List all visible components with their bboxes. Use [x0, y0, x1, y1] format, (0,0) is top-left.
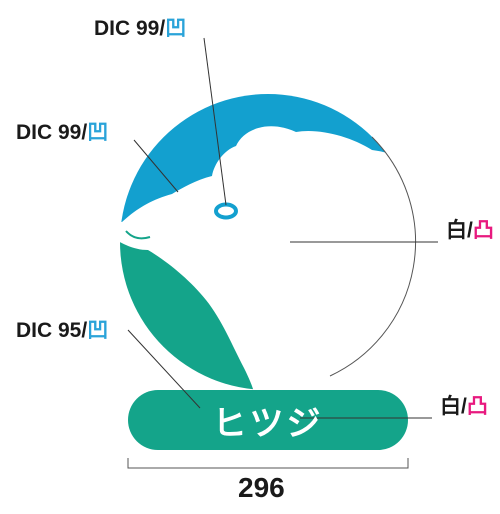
- badge-label: ヒツジ: [212, 403, 324, 444]
- callout-ground-text: DIC 95/: [16, 319, 88, 342]
- callout-ground-color: DIC 95/凹: [16, 320, 108, 341]
- leader-line-eye: [203, 37, 227, 206]
- dimension-width-label: 296: [238, 472, 285, 503]
- sheep-eye: [214, 202, 238, 220]
- callout-eye-text: DIC 99/: [94, 17, 166, 40]
- convex-symbol: 凸: [466, 395, 488, 418]
- callout-eye-color: DIC 99/凹: [94, 18, 186, 39]
- callout-badge-text-color: 白/凸: [440, 396, 488, 417]
- dimension-bracket: [127, 458, 409, 469]
- leader-line-sky: [133, 139, 179, 193]
- callout-sheep-text: 白/: [446, 219, 473, 242]
- callout-badge-text: 白/: [440, 395, 467, 418]
- concave-symbol: 凹: [87, 121, 109, 144]
- callout-sky-color: DIC 99/凹: [16, 122, 108, 143]
- leader-line-ground: [127, 329, 201, 409]
- badge-shape: [128, 390, 408, 450]
- concave-symbol: 凹: [87, 319, 109, 342]
- convex-symbol: 凸: [472, 219, 494, 242]
- circle-outline: [329, 136, 417, 377]
- callout-sheep-color: 白/凸: [446, 220, 494, 241]
- sheep-mouth: [125, 230, 151, 240]
- callout-sky-text: DIC 99/: [16, 121, 88, 144]
- concave-symbol: 凹: [165, 17, 187, 40]
